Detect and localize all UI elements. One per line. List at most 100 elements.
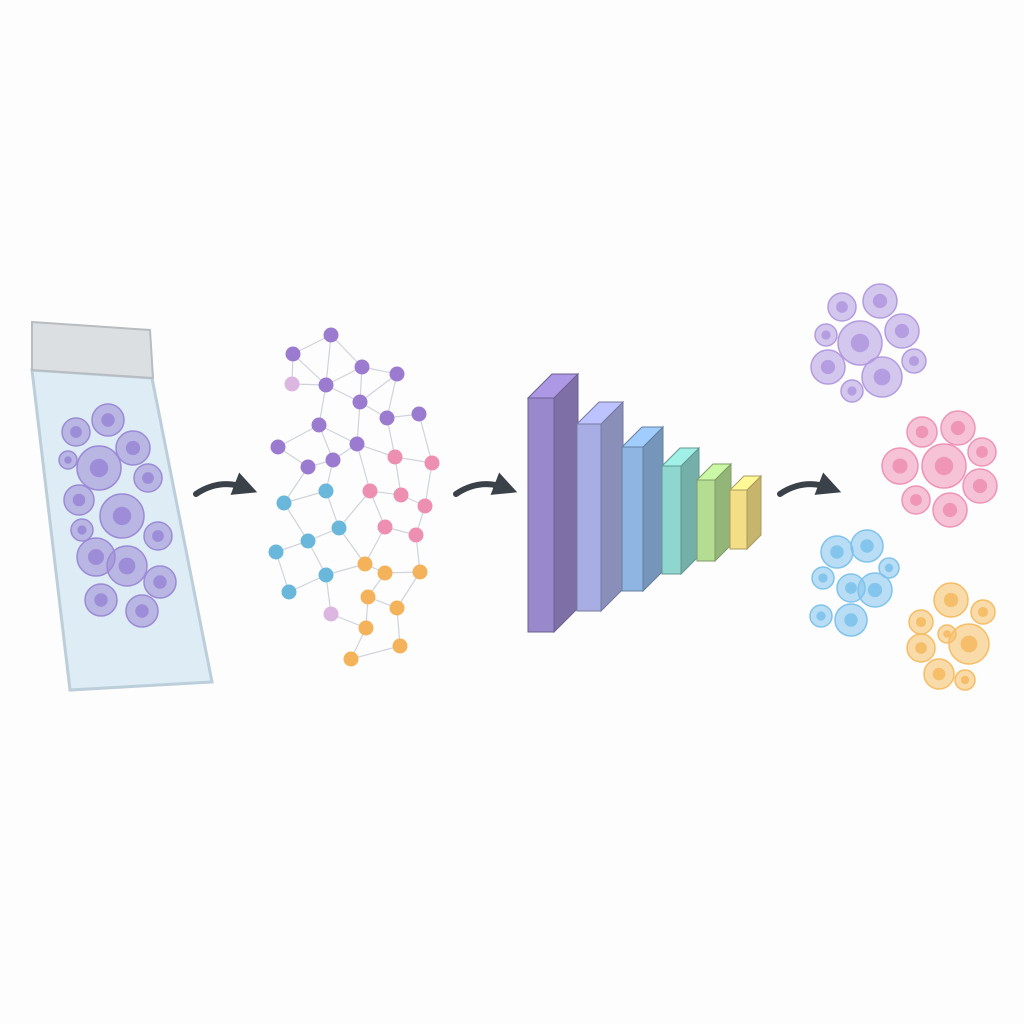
network-layer: [695, 462, 733, 563]
cluster-cell: [901, 348, 927, 374]
slide-cell: [115, 430, 151, 466]
graph-node: [352, 394, 368, 410]
cell-cluster: [809, 529, 900, 637]
cluster-cell: [850, 529, 884, 563]
slide-cell: [58, 450, 78, 470]
slide-cell: [91, 403, 125, 437]
funnel-network: [526, 372, 763, 634]
graph-node: [349, 436, 365, 452]
graph-node: [392, 638, 408, 654]
arrows: [193, 472, 842, 497]
cluster-cell: [834, 603, 868, 637]
cluster-cell: [881, 447, 919, 485]
graph-nodes: [268, 327, 440, 667]
slide-cell-group: [58, 403, 177, 628]
graph-node: [360, 589, 376, 605]
cluster-cell: [923, 658, 955, 690]
graph-node: [285, 346, 301, 362]
slide-cell: [143, 521, 173, 551]
graph-node: [318, 377, 334, 393]
graph-node: [281, 584, 297, 600]
graph-node: [300, 533, 316, 549]
graph-edge: [418, 413, 433, 464]
graph-edge: [356, 443, 371, 492]
graph-node: [318, 567, 334, 583]
graph-node: [311, 417, 327, 433]
slide-cell: [70, 518, 94, 542]
graph-node: [323, 327, 339, 343]
cluster-cell: [906, 633, 936, 663]
cell-cluster: [881, 410, 998, 528]
graph-node: [357, 556, 373, 572]
cluster-cell: [814, 323, 838, 347]
cluster-cell: [836, 573, 866, 603]
curved-arrow-right-icon: [453, 472, 518, 497]
slide-cell: [76, 537, 116, 577]
graph-node: [343, 651, 359, 667]
graph-node: [362, 483, 378, 499]
slide-cell: [76, 445, 122, 491]
graph-node: [268, 544, 284, 560]
graph-node: [411, 406, 427, 422]
cluster-cell: [970, 599, 996, 625]
cluster-cell: [884, 313, 920, 349]
cluster-cell: [809, 604, 833, 628]
cluster-cell: [962, 468, 998, 504]
cluster-cell: [810, 349, 846, 385]
slide-cell: [84, 583, 118, 617]
cluster-cell: [840, 379, 864, 403]
graph-node: [377, 565, 393, 581]
network-layer: [620, 425, 665, 593]
tissue-slide: [30, 320, 214, 692]
curved-arrow-right-icon: [193, 472, 258, 497]
graph-edge: [277, 424, 320, 448]
graph-edge: [350, 645, 401, 660]
cluster-cell: [932, 492, 968, 528]
cluster-cell: [857, 572, 893, 608]
slide-label-area: [31, 320, 155, 380]
graph-node: [358, 620, 374, 636]
network-layer: [575, 400, 625, 613]
graph-node: [389, 366, 405, 382]
graph-node: [300, 459, 316, 475]
cluster-cell: [948, 623, 990, 665]
graph-node: [276, 495, 292, 511]
graph-edge: [338, 490, 371, 529]
graph-node: [323, 606, 339, 622]
slide-cell: [99, 493, 145, 539]
graph-node: [331, 520, 347, 536]
cluster-cell: [861, 356, 903, 398]
graph-node: [408, 527, 424, 543]
slide-cell: [106, 545, 148, 587]
cluster-cell: [827, 292, 857, 322]
graph-node: [389, 600, 405, 616]
slide-cell: [61, 417, 91, 447]
curved-arrow-right-icon: [777, 472, 842, 497]
cluster-cell: [933, 582, 969, 618]
cluster-cell: [967, 437, 997, 467]
graph-edge: [386, 373, 398, 419]
cell-clusters: [809, 283, 998, 691]
cluster-cell: [940, 410, 976, 446]
graph-node: [377, 519, 393, 535]
cell-cluster: [810, 283, 927, 403]
graph-node: [325, 452, 341, 468]
cell-graph: [268, 327, 440, 667]
network-layer: [526, 372, 580, 634]
cluster-cell: [908, 609, 934, 635]
graph-node: [424, 455, 440, 471]
graph-node: [318, 483, 334, 499]
cell-cluster: [906, 582, 996, 691]
graph-node: [284, 376, 300, 392]
graph-node: [387, 449, 403, 465]
slide-cell: [125, 594, 159, 628]
network-layer: [660, 446, 701, 576]
cluster-cell: [878, 557, 900, 579]
graph-node: [393, 487, 409, 503]
cluster-cell: [954, 669, 976, 691]
graph-node: [417, 498, 433, 514]
graph-node: [270, 439, 286, 455]
cluster-cell: [921, 443, 967, 489]
